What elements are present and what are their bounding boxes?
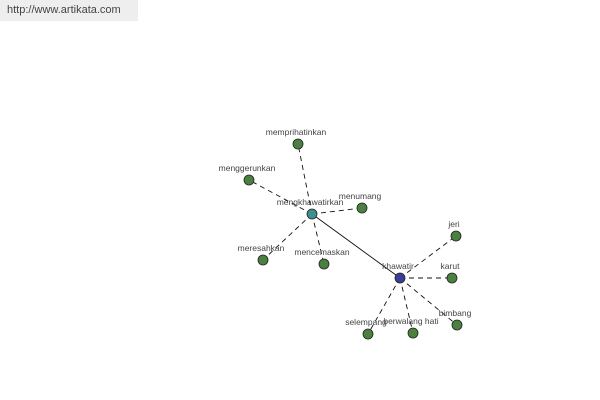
node-label[interactable]: memprihatinkan — [266, 127, 327, 137]
edge-khawatir-berwalang hati — [399, 277, 414, 334]
edge-mengkhawatirkan-memprihatinkan — [297, 143, 313, 215]
node-label[interactable]: mencemaskan — [294, 247, 350, 257]
node-berwalang-hati[interactable] — [407, 327, 419, 339]
node-label[interactable]: khawatir — [382, 261, 414, 271]
node-label[interactable]: karut — [441, 261, 461, 271]
edge-khawatir-jeri — [399, 235, 457, 279]
node-label[interactable]: mengkhawatirkan — [277, 197, 344, 207]
edge-mengkhawatirkan-meresahkan — [262, 213, 313, 261]
node-jeri[interactable] — [450, 230, 462, 242]
node-label[interactable]: bimbang — [439, 308, 472, 318]
edge-khawatir-mengkhawatirkan — [311, 213, 401, 279]
edge-khawatir-selempang — [367, 277, 401, 335]
watermark-url[interactable]: http://www.artikata.com — [0, 0, 138, 21]
node-karut[interactable] — [446, 272, 458, 284]
node-label[interactable]: selempang — [345, 317, 387, 327]
node-bimbang[interactable] — [451, 319, 463, 331]
node-label[interactable]: berwalang hati — [383, 316, 438, 326]
node-selempang[interactable] — [362, 328, 374, 340]
node-label[interactable]: jeri — [447, 219, 459, 229]
node-label[interactable]: menumang — [339, 191, 382, 201]
node-menumang[interactable] — [356, 202, 368, 214]
node-memprihatinkan[interactable] — [292, 138, 304, 150]
edge-mengkhawatirkan-menumang — [311, 207, 363, 215]
node-label[interactable]: meresahkan — [238, 243, 285, 253]
node-mencemaskan[interactable] — [318, 258, 330, 270]
edge-mengkhawatirkan-menggerunkan — [248, 179, 313, 215]
node-meresahkan[interactable] — [257, 254, 269, 266]
node-mengkhawatirkan[interactable] — [306, 208, 318, 220]
node-menggerunkan[interactable] — [243, 174, 255, 186]
node-label[interactable]: menggerunkan — [219, 163, 276, 173]
node-khawatir[interactable] — [394, 272, 406, 284]
edge-khawatir-bimbang — [399, 277, 458, 326]
